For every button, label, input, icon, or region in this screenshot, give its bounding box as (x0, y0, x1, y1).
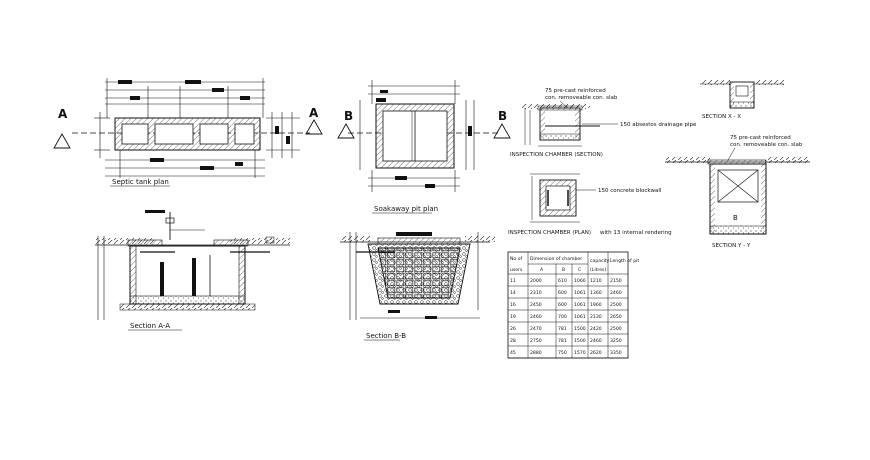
table-cell: 2460 (610, 290, 622, 296)
table-cell: 2880 (530, 350, 542, 356)
table-cell: 2450 (530, 302, 542, 308)
table-cell: 26 (510, 326, 516, 332)
ic-slab-note-line-1: 75 pre-cast reinforced (545, 88, 606, 94)
table-cell: 1061 (574, 314, 586, 320)
table-cell: 700 (558, 314, 567, 320)
table-cell: 750 (558, 350, 567, 356)
table-cell: 2500 (610, 302, 622, 308)
soakaway-pit-plan: B B Soakaway pit plan (337, 80, 511, 214)
table-cell: 2650 (610, 314, 622, 320)
inspection-chamber-section: 75 pre-cast reinforced con. removeable c… (510, 88, 697, 158)
table-cell: 2130 (590, 314, 602, 320)
table-header-dimension: Dimension of chamber (530, 256, 582, 262)
table-subheader-users: users (510, 267, 523, 273)
table-cell: 16 (510, 302, 516, 308)
section-a-a: Section A-A (95, 210, 290, 331)
table-cell: 3350 (610, 350, 622, 356)
table-header-capacity: capacity (590, 258, 610, 264)
table-cell: 2620 (590, 350, 602, 356)
section-y-y-title: SECTION Y - Y (712, 243, 751, 249)
yy-slab-note-line-2: con. removeable con. slab (730, 142, 803, 148)
rendering-note: with 13 internal rendering (600, 230, 672, 236)
table-cell: 1210 (590, 278, 602, 284)
table-cell: 2460 (590, 338, 602, 344)
table-cell: 19 (510, 314, 516, 320)
table-cell: 781 (558, 326, 567, 332)
section-x-x: SECTION X - X (700, 80, 784, 120)
section-a-a-title: Section A-A (130, 322, 170, 330)
table-cell: 11 (510, 278, 516, 284)
section-marker-b-left (337, 123, 355, 139)
section-marker-b-right (493, 123, 511, 139)
table-cell: 1570 (574, 350, 586, 356)
section-marker-a-right (305, 119, 323, 135)
inspection-chamber-plan: 150 concrete blockwall INSPECTION CHAMBE… (508, 173, 672, 236)
ic-section-title: INSPECTION CHAMBER (SECTION) (510, 152, 603, 158)
table-header-pit-length: Length of pit (610, 258, 639, 264)
section-y-y: 75 pre-cast reinforced con. removeable c… (665, 135, 810, 249)
section-b-b-title: Section B-B (366, 332, 406, 340)
table-cell: 14 (510, 290, 516, 296)
section-marker-a-left-label: A (58, 107, 68, 121)
table-cell: 781 (558, 338, 567, 344)
table-cell: 2150 (610, 278, 622, 284)
pipe-note: 150 absestos drainage pipe (620, 122, 697, 128)
table-cell: 2470 (530, 326, 542, 332)
section-marker-b-left-label: B (344, 109, 353, 123)
capacity-table: No of Dimension of chamber capacity Leng… (507, 251, 639, 359)
section-marker-a-right-label: A (309, 106, 319, 120)
table-cell: 1500 (574, 338, 586, 344)
table-cell: 2750 (530, 338, 542, 344)
table-cell: 610 (558, 278, 567, 284)
table-header-users: No of (510, 256, 523, 262)
section-marker-b-right-label: B (498, 109, 507, 123)
septic-tank-plan-title: Septic tank plan (112, 178, 169, 186)
table-cell: 1360 (590, 290, 602, 296)
table-subheader-b: B (562, 267, 565, 273)
ic-plan-title: INSPECTION CHAMBER (PLAN) (508, 230, 591, 236)
table-cell: 2000 (530, 278, 542, 284)
table-cell: 1060 (574, 278, 586, 284)
table-cell: 2310 (530, 290, 542, 296)
table-cell: 3250 (610, 338, 622, 344)
blockwall-note: 150 concrete blockwall (598, 188, 662, 194)
table-cell: 600 (558, 302, 567, 308)
septic-tank-plan: A A Septic tank plan (53, 78, 323, 187)
section-marker-a-left (53, 133, 71, 149)
table-subheader-litres: (Litres) (590, 267, 606, 273)
table-cell: 45 (510, 350, 516, 356)
soakaway-plan-title: Soakaway pit plan (374, 205, 438, 213)
table-cell: 600 (558, 290, 567, 296)
table-cell: 1500 (574, 326, 586, 332)
table-cell: 1061 (574, 302, 586, 308)
table-subheader-c: C (578, 267, 581, 273)
section-x-x-title: SECTION X - X (702, 114, 741, 120)
ic-slab-note-line-2: con. removeable con. slab (545, 95, 618, 101)
table-cell: 2460 (530, 314, 542, 320)
table-cell: 1960 (590, 302, 602, 308)
table-cell: 28 (510, 338, 516, 344)
yy-slab-note-line-1: 75 pre-cast reinforced (730, 135, 791, 141)
chamber-b-label: B (733, 214, 738, 222)
table-subheader-a: A (540, 267, 544, 273)
section-b-b: Section B-B (340, 232, 495, 341)
table-cell: 2420 (590, 326, 602, 332)
table-cell: 2500 (610, 326, 622, 332)
table-cell: 1061 (574, 290, 586, 296)
